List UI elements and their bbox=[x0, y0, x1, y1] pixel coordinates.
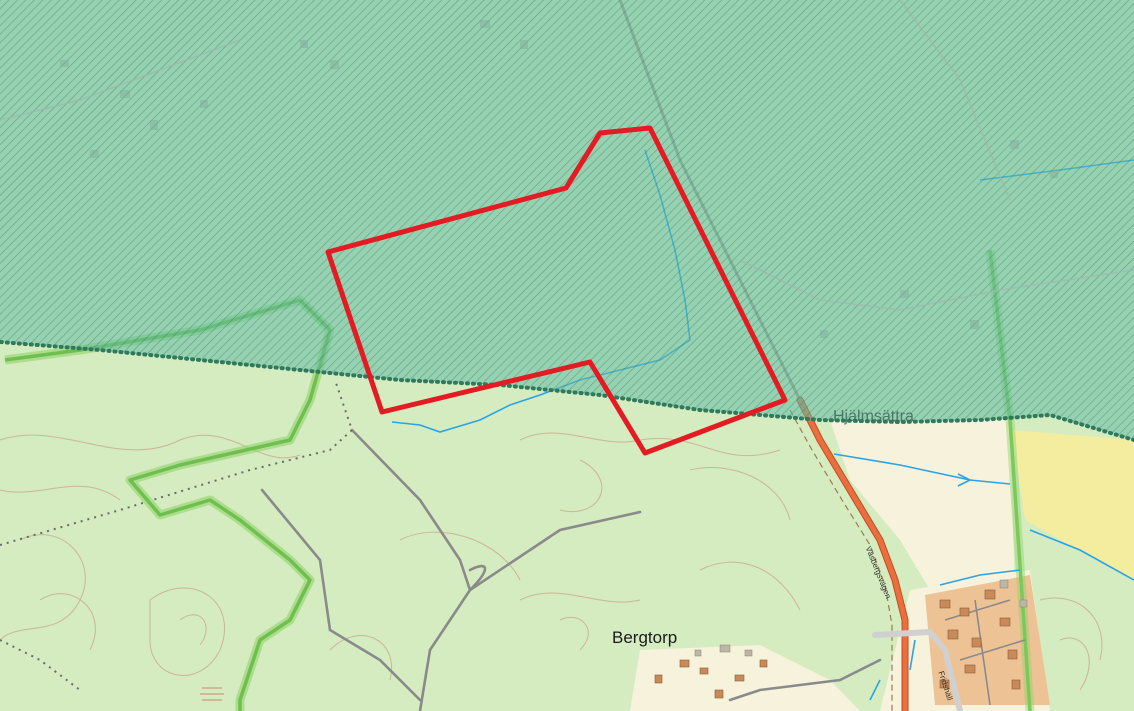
dotted-trail bbox=[0, 379, 354, 546]
residential-area bbox=[925, 575, 1050, 705]
place-label-bergtorp: Bergtorp bbox=[612, 628, 678, 647]
buildings bbox=[654, 589, 1021, 699]
zone-roads bbox=[0, 0, 1134, 311]
dotted-trail-2 bbox=[0, 639, 81, 691]
survey-area-outline[interactable] bbox=[325, 125, 788, 456]
road-dashed-edge bbox=[789, 409, 893, 711]
stream-arrow-icon bbox=[957, 473, 972, 487]
contour-lines bbox=[0, 432, 1103, 691]
place-label-hjalmsattra: Hjälmsättra bbox=[833, 408, 914, 425]
protected-zone bbox=[0, 0, 1134, 440]
buildings-grey bbox=[694, 579, 1028, 657]
protected-zone-border bbox=[0, 340, 1134, 442]
settlement-area bbox=[830, 420, 1015, 600]
residential-streets bbox=[944, 599, 1026, 706]
paths bbox=[260, 428, 882, 711]
side-road bbox=[872, 628, 963, 711]
main-road bbox=[797, 397, 908, 711]
zone-features bbox=[60, 20, 1058, 338]
field-area bbox=[1012, 430, 1134, 580]
small-hatch bbox=[200, 687, 224, 701]
